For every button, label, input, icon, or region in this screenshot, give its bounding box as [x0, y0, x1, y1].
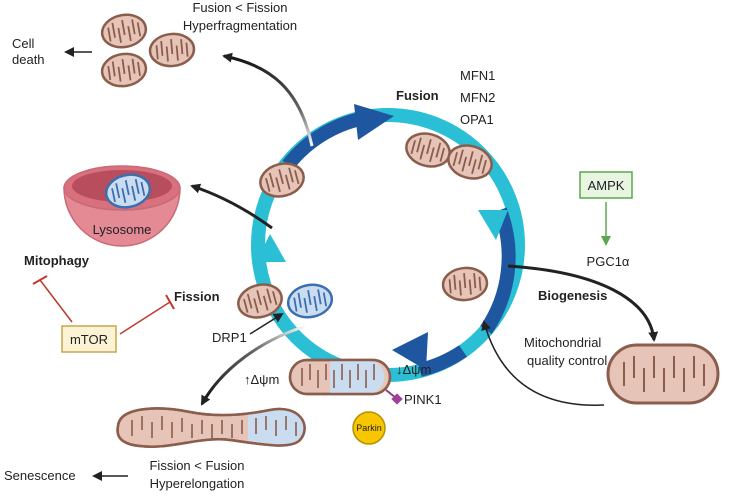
drp1-label: DRP1 [212, 330, 247, 345]
cycle-arc-dark-right [480, 207, 516, 334]
biogenesis-mitochondrion [440, 264, 490, 304]
mtor-inhibits-mitophagy [39, 279, 73, 323]
hyperfragmentation-label: Hyperfragmentation [183, 18, 297, 33]
pink1-marker [385, 389, 403, 405]
ampk-label: AMPK [588, 178, 625, 193]
mfn2-label: MFN2 [460, 90, 495, 105]
death-label: death [12, 52, 45, 67]
hyperfragmentation-cluster [98, 10, 197, 91]
elongated-mitochondrion [116, 407, 306, 448]
cell-label: Cell [12, 36, 35, 51]
lysosome-label: Lysosome [93, 222, 152, 237]
cycle-arrowhead-left [256, 234, 286, 262]
fission-less-fusion-label: Fission < Fusion [149, 458, 244, 473]
fusion-less-fission-label: Fusion < Fission [192, 0, 287, 15]
mitophagy-label: Mitophagy [24, 253, 90, 268]
large-mitochondrion [606, 343, 720, 405]
mtor-box [61, 325, 117, 353]
quality-control-arrow [481, 320, 605, 406]
opa1-label: OPA1 [460, 112, 494, 127]
ampk-box [579, 171, 633, 199]
mtor-inhibits-mitophagy-bar [32, 275, 48, 285]
parkin-circle [352, 411, 386, 445]
senescence-label: Senescence [4, 468, 76, 483]
hyperfragmentation-arrow [222, 52, 314, 147]
biogenesis-label: Biogenesis [538, 288, 607, 303]
biogenesis-arrow [507, 264, 659, 342]
cycle-arrowhead-bottom [392, 332, 428, 370]
dividing-mitochondrion [233, 278, 334, 324]
drp1-arrow [249, 312, 284, 335]
hyperelongation-label: Hyperelongation [150, 476, 245, 491]
fusion-label: Fusion [396, 88, 439, 103]
mtor-inhibits-fission [119, 301, 171, 335]
cycle-arrowhead-right [478, 210, 508, 240]
mtor-label: mTOR [70, 332, 108, 347]
fission-label: Fission [174, 289, 220, 304]
pink1-label: PINK1 [404, 392, 442, 407]
to-lysosome-arrow [190, 183, 273, 230]
membrane-potential-down: ↓Δψm [396, 362, 431, 377]
pgc1a-label: PGC1α [587, 254, 630, 269]
mtor-inhibits-fission-bar [165, 294, 175, 310]
cycle-arc-dark-bottom [418, 345, 467, 377]
cycle [251, 104, 525, 382]
lysosome [63, 165, 181, 247]
parkin-label: Parkin [356, 423, 382, 433]
mito-quality-control-line1: Mitochondrial [524, 335, 601, 350]
mfn1-label: MFN1 [460, 68, 495, 83]
depolarized-mitochondrion [288, 358, 392, 396]
hyperelongation-arrow [200, 324, 307, 406]
cycle-arrowhead-top [354, 104, 394, 140]
mito-quality-control-line2: quality control [527, 353, 607, 368]
membrane-potential-up: ↑Δψm [244, 372, 279, 387]
